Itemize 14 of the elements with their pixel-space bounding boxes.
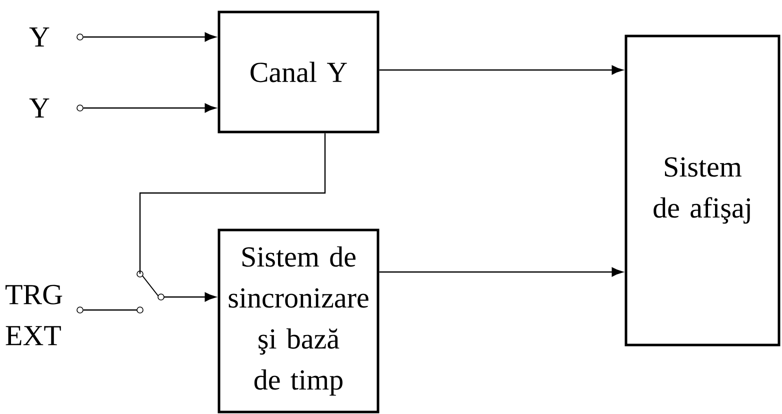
connector-line: [139, 133, 326, 274]
connector-line: [83, 309, 137, 311]
input-label: Y: [29, 28, 50, 46]
block-box: Canal Y: [218, 10, 380, 134]
connector-line: [83, 32, 216, 42]
connector-line: [379, 267, 623, 277]
connector-line: [164, 292, 216, 302]
block-box: Sistem de afişaj: [624, 34, 780, 346]
block-box: Sistem de sincronizare şi bază de timp: [218, 228, 380, 414]
input-label: Y: [29, 98, 50, 118]
switch-drawing: [136, 270, 164, 314]
connector-line: [83, 103, 216, 113]
input-label: TRG EXT: [6, 284, 62, 346]
connector-line: [379, 65, 623, 75]
